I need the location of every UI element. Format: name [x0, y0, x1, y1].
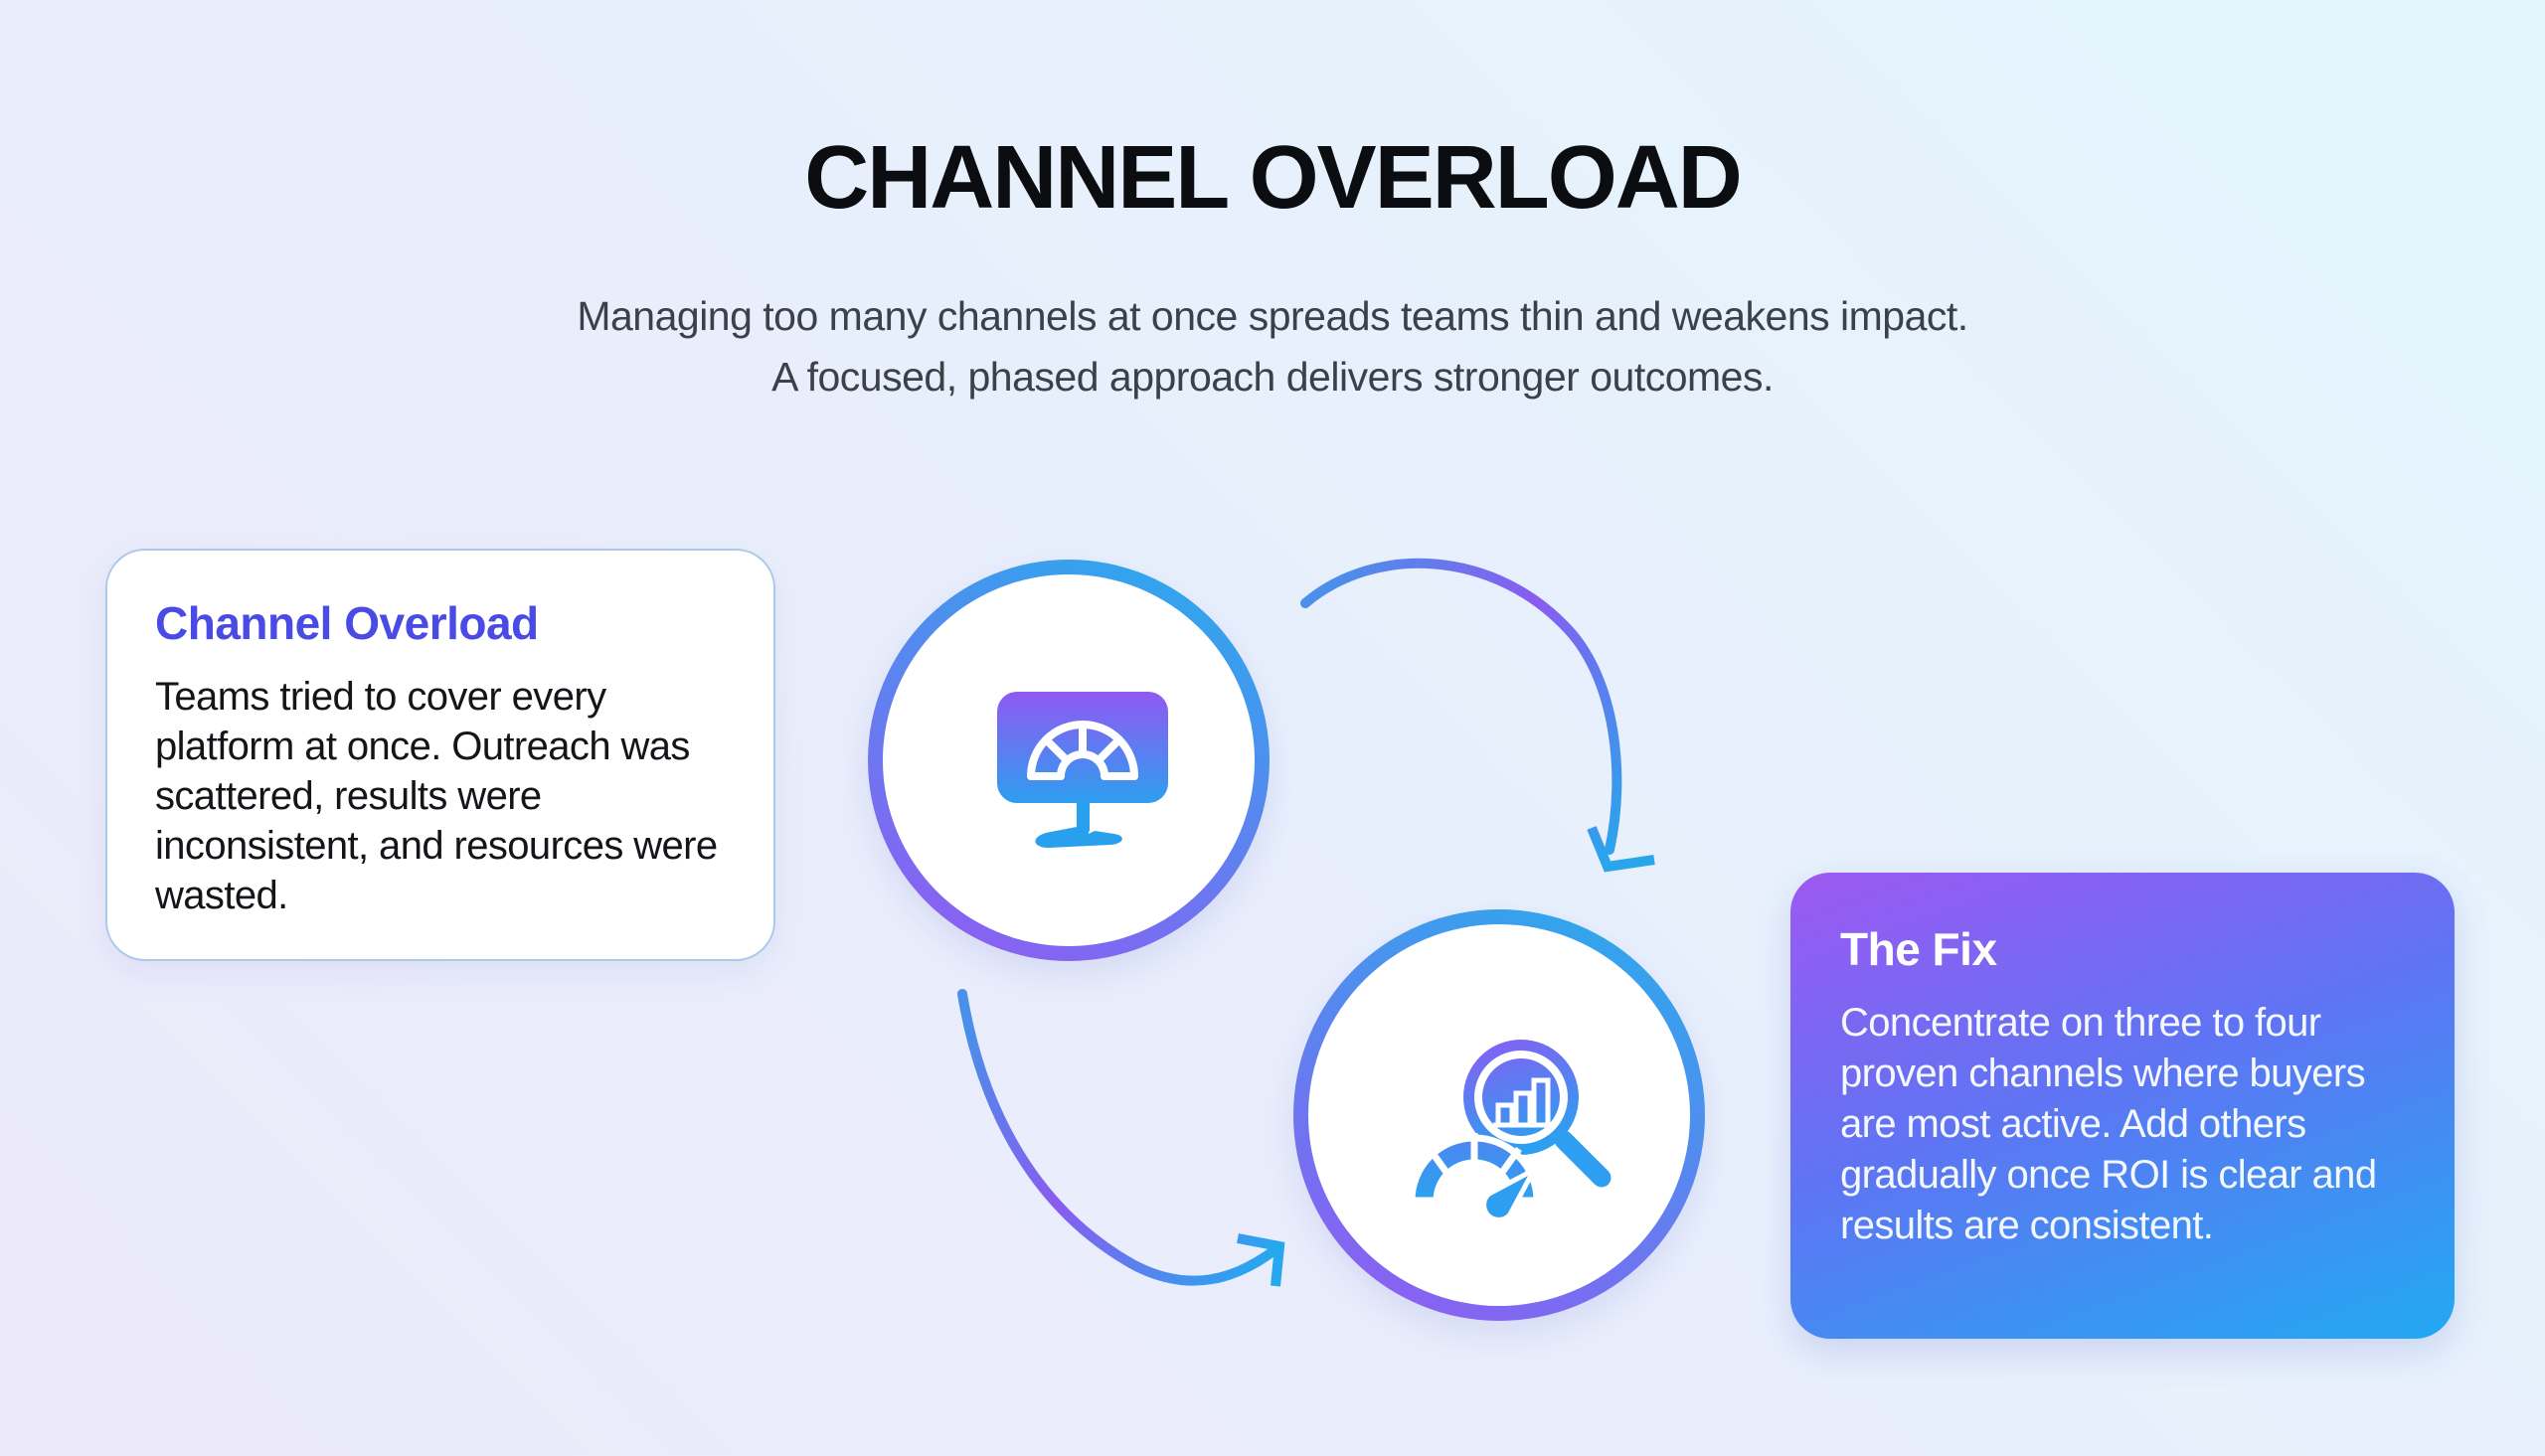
fix-card-body: Concentrate on three to four proven chan… — [1840, 1001, 2377, 1247]
fix-card: The Fix Concentrate on three to four pro… — [1790, 873, 2455, 1339]
analytics-magnifier-icon — [1408, 1040, 1615, 1222]
curved-arrow-down-icon — [1300, 558, 1655, 873]
step-circle-2 — [1293, 909, 1705, 1321]
problem-card-body: Teams tried to cover every platform at o… — [155, 675, 718, 917]
subtitle-line-2: A focused, phased approach delivers stro… — [771, 354, 1774, 400]
step-circle-1 — [868, 560, 1270, 961]
fix-card-title: The Fix — [1840, 923, 1997, 975]
problem-card: Channel Overload Teams tried to cover ev… — [105, 549, 775, 961]
curved-arrow-up-icon — [957, 989, 1285, 1287]
subtitle-line-1: Managing too many channels at once sprea… — [577, 293, 1968, 339]
page-title: CHANNEL OVERLOAD — [804, 128, 1742, 228]
page-subtitle: Managing too many channels at once sprea… — [0, 286, 2545, 407]
dashboard-monitor-icon — [997, 692, 1168, 848]
problem-card-title: Channel Overload — [155, 597, 539, 649]
